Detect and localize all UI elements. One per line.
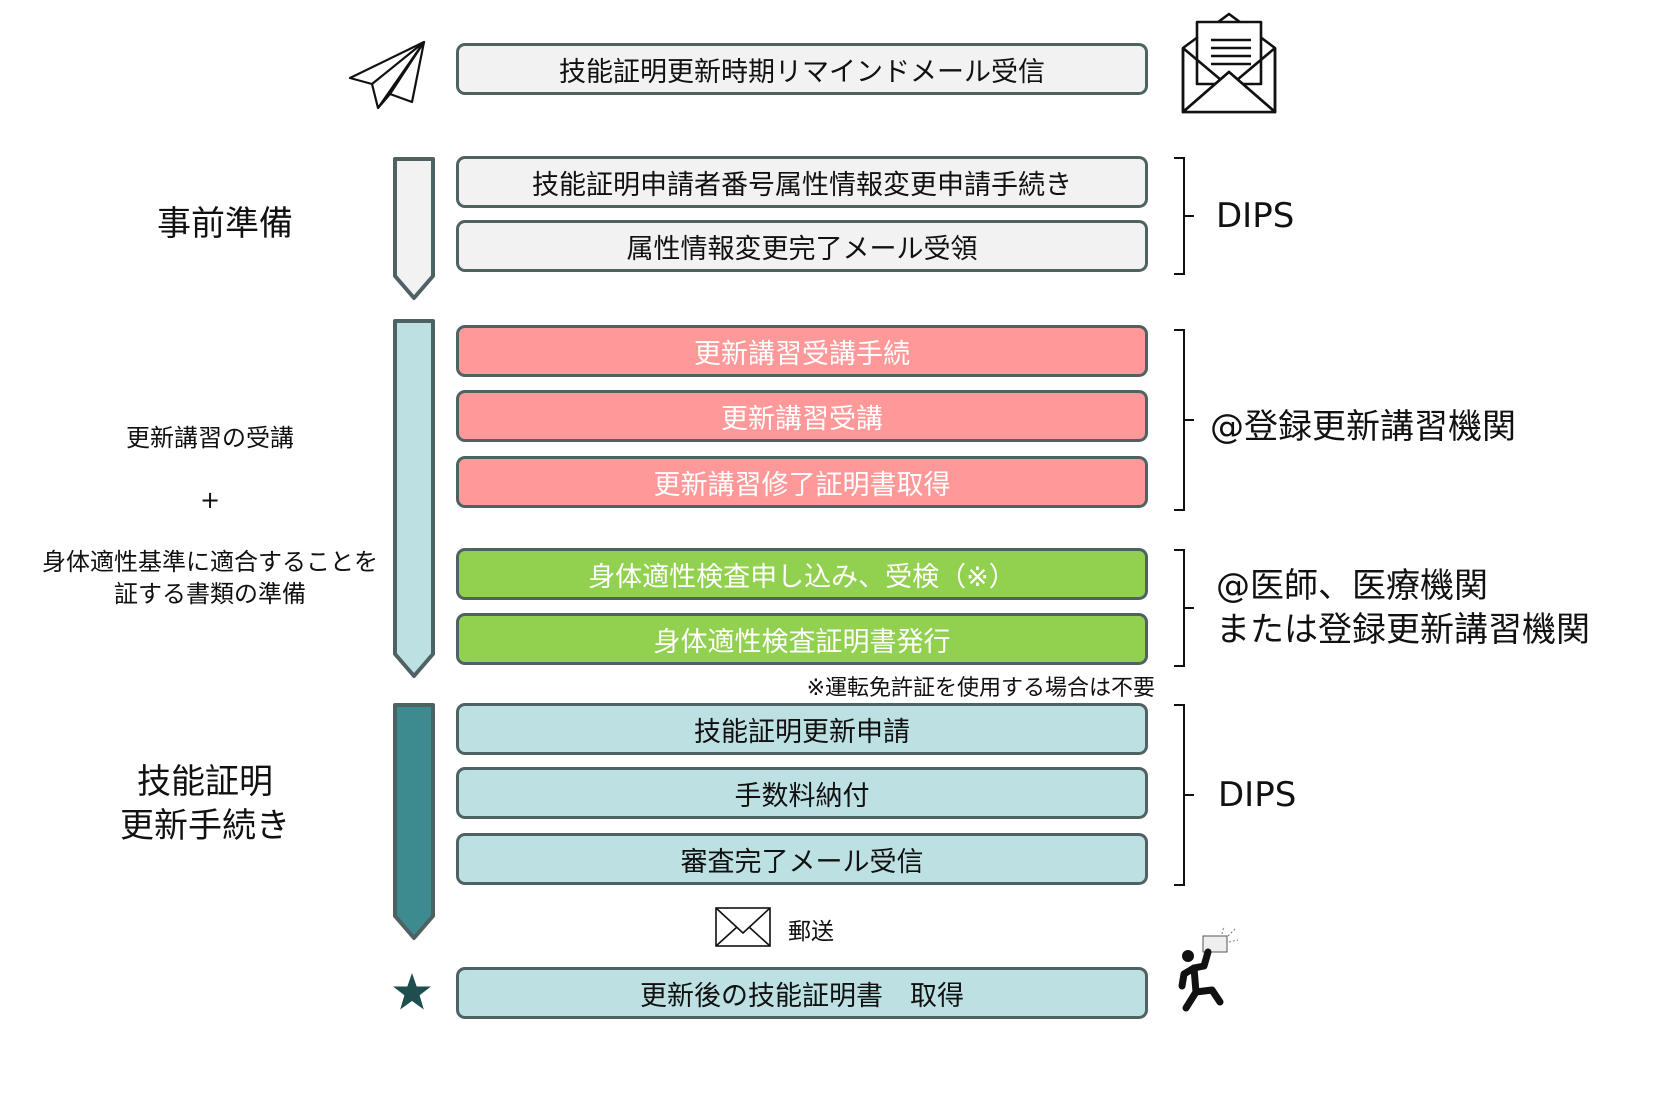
phase-label-prep: 事前準備 bbox=[157, 204, 293, 244]
renewal-step-1-label: 技能証明更新申請 bbox=[694, 716, 910, 748]
renewal-step-2: 手数料納付 bbox=[456, 767, 1148, 819]
course-step-3: 更新講習修了証明書取得 bbox=[456, 456, 1148, 508]
phase-label-renewal-line-2: 更新手続き bbox=[120, 806, 290, 846]
running-person-icon bbox=[1178, 925, 1239, 1012]
bracket-renewal bbox=[1174, 704, 1194, 886]
final-step-label: 更新後の技能証明書 取得 bbox=[640, 980, 964, 1012]
phase-label-course-line-1: 更新講習の受講 bbox=[126, 424, 294, 452]
medical-step-2: 身体適性検査証明書発行 bbox=[456, 613, 1148, 665]
medical-step-2-label: 身体適性検査証明書発行 bbox=[653, 626, 951, 658]
org-label-medical-line-1: @医師、医療機関 bbox=[1216, 566, 1488, 606]
open-envelope-icon bbox=[1181, 12, 1277, 114]
phase-label-renewal: 技能証明 更新手続き bbox=[90, 760, 320, 848]
phase-label-course: 更新講習の受講 + 身体適性基準に適合することを 証する書類の準備 bbox=[20, 422, 400, 610]
envelope-icon bbox=[715, 907, 771, 947]
medical-note: ※運転免許証を使用する場合は不要 bbox=[806, 676, 1155, 701]
phase-arrow-prep bbox=[393, 157, 435, 300]
reminder-mail-step-label: 技能証明更新時期リマインドメール受信 bbox=[559, 56, 1045, 88]
renewal-step-3: 審査完了メール受信 bbox=[456, 833, 1148, 885]
course-step-3-label: 更新講習修了証明書取得 bbox=[653, 469, 951, 501]
renewal-step-2-label: 手数料納付 bbox=[734, 780, 870, 812]
star-icon bbox=[393, 973, 431, 1010]
bracket-prep bbox=[1174, 157, 1194, 275]
org-label-medical-line-2: または登録更新講習機関 bbox=[1216, 610, 1590, 650]
prep-step-1-label: 技能証明申請者番号属性情報変更申請手続き bbox=[532, 169, 1072, 201]
mail-label: 郵送 bbox=[788, 919, 834, 945]
prep-step-2: 属性情報変更完了メール受領 bbox=[456, 220, 1148, 272]
renewal-step-1: 技能証明更新申請 bbox=[456, 703, 1148, 755]
phase-label-course-line-4: 証する書類の準備 bbox=[114, 580, 306, 608]
prep-step-1: 技能証明申請者番号属性情報変更申請手続き bbox=[456, 156, 1148, 208]
org-label-medical: @医師、医療機関 または登録更新講習機関 bbox=[1216, 564, 1590, 652]
reminder-mail-step: 技能証明更新時期リマインドメール受信 bbox=[456, 43, 1148, 95]
course-step-1-label: 更新講習受講手続 bbox=[694, 338, 910, 370]
org-label-renewal: DIPS bbox=[1218, 775, 1297, 815]
phase-label-course-line-3: 身体適性基準に適合することを bbox=[42, 548, 378, 576]
phase-arrow-course bbox=[393, 319, 435, 678]
final-step: 更新後の技能証明書 取得 bbox=[456, 967, 1148, 1019]
medical-step-1-label: 身体適性検査申し込み、受検（※） bbox=[588, 561, 1016, 593]
org-label-prep: DIPS bbox=[1216, 196, 1295, 236]
bracket-course bbox=[1174, 329, 1194, 511]
renewal-step-3-label: 審査完了メール受信 bbox=[680, 846, 924, 878]
course-step-2-label: 更新講習受講 bbox=[721, 403, 883, 435]
paper-plane-icon bbox=[348, 40, 426, 110]
medical-step-1: 身体適性検査申し込み、受検（※） bbox=[456, 548, 1148, 600]
phase-label-renewal-line-1: 技能証明 bbox=[137, 762, 273, 802]
bracket-medical bbox=[1174, 549, 1194, 667]
org-label-course: @登録更新講習機関 bbox=[1210, 407, 1516, 447]
prep-step-2-label: 属性情報変更完了メール受領 bbox=[626, 233, 978, 265]
phase-arrow-renewal bbox=[393, 703, 435, 940]
phase-label-course-plus: + bbox=[199, 486, 221, 514]
course-step-1: 更新講習受講手続 bbox=[456, 325, 1148, 377]
course-step-2: 更新講習受講 bbox=[456, 390, 1148, 442]
